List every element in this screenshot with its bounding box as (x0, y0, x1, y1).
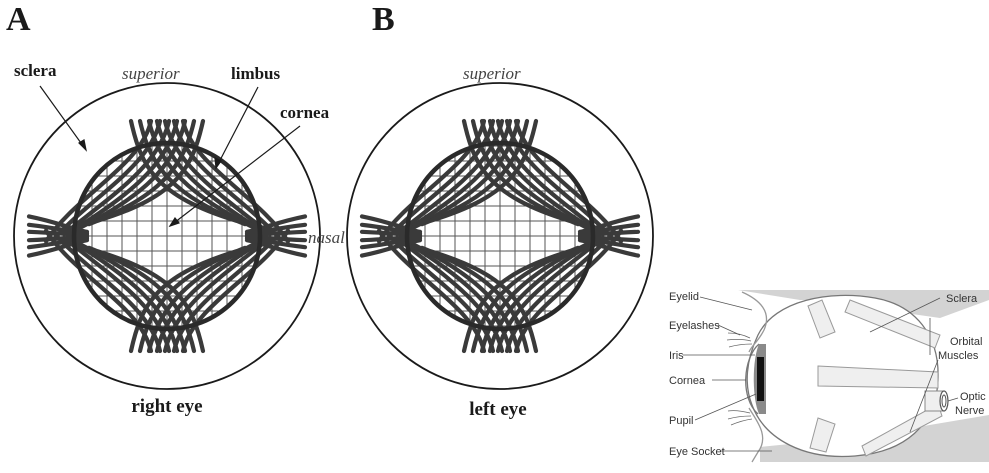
limbal-fiber (137, 118, 248, 227)
limbal-fiber (359, 238, 423, 258)
lower-eyelid (748, 407, 764, 463)
upper-eyelid (741, 291, 768, 353)
eye-anatomy-sketch: Eyelid Eyelashes Iris Cornea Pupil Eye S… (669, 290, 989, 463)
limbal-fiber (171, 118, 282, 240)
panel-a-nasal-label: nasal (308, 228, 345, 247)
limbal-fiber (128, 249, 239, 354)
limbal-fiber (479, 242, 590, 354)
panel-a-sclera-outline (13, 82, 321, 390)
limbal-fiber (359, 229, 423, 238)
panel-a-letter: A (6, 1, 31, 38)
panel-a-cornea-label: cornea (280, 103, 330, 122)
label-pupil: Pupil (669, 415, 693, 427)
panel-a-superior-label: superior (122, 64, 180, 83)
limbal-fiber (470, 245, 581, 354)
limbal-fiber (504, 232, 615, 354)
panel-b-limbal-fibers (359, 118, 641, 354)
panel-b-sclera-outline (346, 82, 654, 390)
pupil (757, 357, 764, 401)
limbal-fiber (577, 229, 641, 238)
limbal-fiber (162, 235, 273, 354)
panel-a-caption: right eye (131, 396, 202, 417)
panel-b-caption: left eye (469, 399, 526, 420)
limbal-fiber (461, 249, 572, 354)
limbal-fiber (504, 118, 615, 240)
optic-nerve (924, 390, 949, 412)
panel-a-limbal-fibers (26, 118, 308, 354)
limbal-fiber (26, 229, 90, 238)
label-muscles: Muscles (938, 350, 979, 362)
panel-b-letter: B (372, 1, 395, 38)
label-eyelashes: Eyelashes (669, 320, 720, 332)
limbal-fiber (137, 245, 248, 354)
limbal-fiber (171, 232, 282, 354)
limbal-fiber (162, 118, 273, 237)
limbal-fiber (26, 238, 90, 258)
eyelashes (726, 332, 753, 426)
orbital-muscles (807, 299, 943, 457)
limbal-fiber (95, 118, 206, 223)
label-eye-socket: Eye Socket (669, 446, 725, 458)
limbal-fiber (487, 238, 598, 354)
panel-a-leader-arrows (39, 85, 301, 228)
label-nerve: Nerve (955, 405, 984, 417)
label-eyelid: Eyelid (669, 291, 699, 303)
panel-b-left-eye: B superior left eye (346, 1, 654, 420)
limbal-fiber (487, 118, 598, 234)
cornea-bulge (745, 343, 760, 415)
panel-b-superior-label: superior (463, 64, 521, 83)
limbal-fiber (479, 118, 590, 230)
limbal-fiber (495, 235, 606, 354)
anatomy-leader-lines (683, 296, 959, 452)
limbal-fiber (577, 214, 641, 234)
limbal-fiber (495, 118, 606, 237)
limbal-fiber (577, 238, 641, 258)
panel-b-limbus-ring (404, 140, 596, 332)
limbal-fiber (244, 214, 308, 234)
panel-a-limbus-ring (71, 140, 263, 332)
limbal-fiber (470, 118, 581, 227)
limbal-fiber (428, 249, 539, 354)
label-cornea: Cornea (669, 375, 706, 387)
limbal-fiber (154, 118, 265, 234)
limbal-fiber (146, 242, 257, 354)
limbal-fiber (154, 238, 265, 354)
panel-a-sclera-label: sclera (14, 61, 57, 80)
label-sclera: Sclera (946, 293, 978, 305)
limbal-fiber (428, 118, 539, 223)
label-iris: Iris (669, 350, 684, 362)
panel-a-right-eye: A superior nasal sclera limbus cornea ri… (6, 1, 345, 417)
limbal-fiber (128, 118, 239, 223)
limbal-fiber (95, 249, 206, 354)
orbit-socket-shade (738, 290, 989, 318)
label-optic: Optic (960, 391, 986, 403)
limbal-fiber (359, 214, 423, 234)
label-orbital: Orbital (950, 336, 982, 348)
limbal-fiber (461, 118, 572, 223)
limbal-fiber (26, 214, 90, 234)
limbal-fiber (244, 238, 308, 258)
limbal-fiber (244, 229, 308, 238)
limbal-fiber (146, 118, 257, 230)
panel-a-limbus-label: limbus (231, 64, 281, 83)
